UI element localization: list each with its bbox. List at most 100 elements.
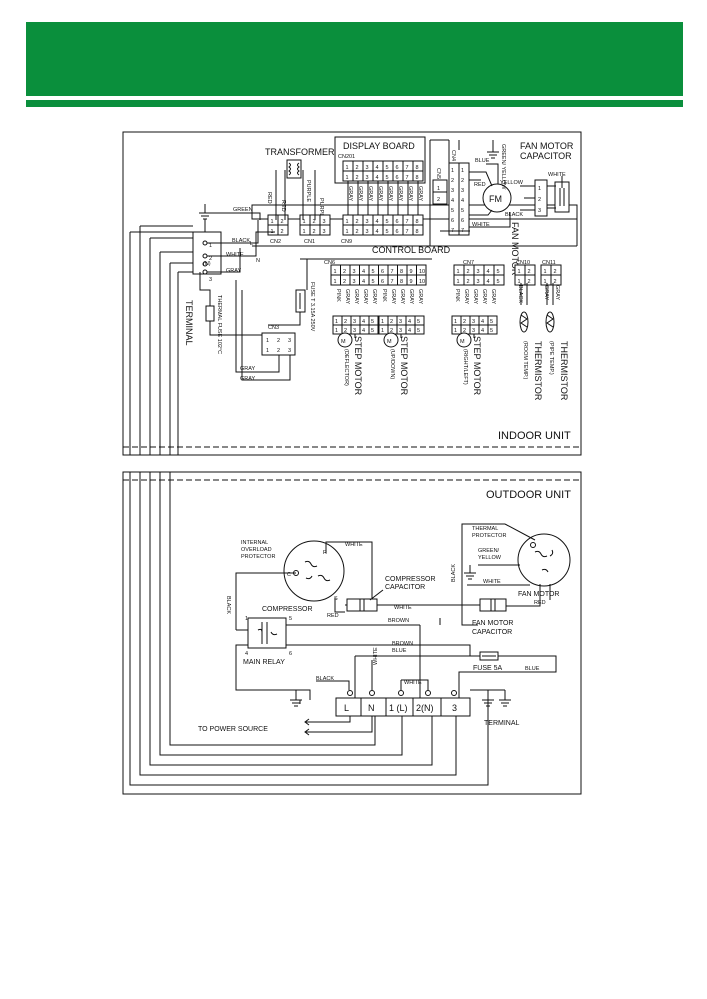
svg-text:1: 1 xyxy=(266,348,269,354)
cn6b-header-number: 2 xyxy=(390,328,393,334)
cn6-row-1-pin-number: 5 xyxy=(372,269,375,275)
cn6b-header-number: 5 xyxy=(417,328,420,334)
terminal-mark-2n: (N) xyxy=(203,261,211,267)
svg-text:2: 2 xyxy=(277,348,280,354)
cn6a-wire-label: GRAY xyxy=(362,289,368,305)
thermal-fuse-label: THERMAL FUSE 102°C xyxy=(216,295,222,354)
cn7-wire-label: GRAY xyxy=(463,289,469,305)
cn6a-header-number: 4 xyxy=(362,328,365,334)
cn6a-wire-label: GRAY xyxy=(353,289,359,305)
cn6-row-pin-number-row2: 6 xyxy=(381,279,384,285)
cn6-row-pin-number-row2: 7 xyxy=(391,279,394,285)
terminal-block-2n: 2(N) xyxy=(416,703,434,713)
wire-purple-label-2: PURPLE xyxy=(318,198,324,220)
cn6-row-pin-number-row2: 4 xyxy=(362,279,365,285)
cn6b-wire-label: GRAY xyxy=(408,289,414,305)
thermistor-room: THERMISTOR (ROOM TEMP.) xyxy=(519,283,543,401)
cn201-row-1-pin-number: 4 xyxy=(376,165,379,171)
cn9-row-1-pin-number: 4 xyxy=(376,219,379,225)
cn6-row-1-pin-number: 9 xyxy=(410,269,413,275)
cn6a-wire-label: GRAY xyxy=(344,289,350,305)
cn7-row-pin-number-row2: 1 xyxy=(457,279,460,285)
wire-red-label-1: RED xyxy=(280,200,286,212)
display-board-label: DISPLAY BOARD xyxy=(343,141,415,151)
step-motor-3-sub: (RIGHT/LEFT) xyxy=(462,349,468,385)
cn7-wire-label: PINK xyxy=(454,289,460,302)
cn6-row-pin-number-row2: 9 xyxy=(410,279,413,285)
thermistor-black-label: BLACK xyxy=(517,285,523,303)
terminal-white-vert-label: WHITE xyxy=(373,647,379,665)
control-board-label: CONTROL BOARD xyxy=(372,245,451,255)
cn7-row-1-pin-number: 5 xyxy=(497,269,500,275)
cn9-row-1-pin-number: 6 xyxy=(396,219,399,225)
cn201-row-1-pin-number: 2 xyxy=(356,165,359,171)
terminal-block-l: L xyxy=(344,703,349,713)
cn6-row-1-pin-number: 2 xyxy=(343,269,346,275)
cn11-label: CN11 xyxy=(542,260,556,266)
cn9-row-1-pin-number: 3 xyxy=(366,219,369,225)
cn9-pin-number-row2: 4 xyxy=(376,229,379,235)
cn2-pin-number-row2: 2 xyxy=(281,229,284,235)
compressor: C R S COMPRESSOR xyxy=(262,540,345,613)
outdoor-ground-2 xyxy=(470,689,511,707)
cn1-pin-number-row2: 3 xyxy=(323,229,326,235)
cn7-header-number: 3 xyxy=(472,328,475,334)
wire-yellow-label: YELLOW xyxy=(500,180,524,186)
display-wire-gray-label: GRAY xyxy=(417,186,423,202)
outdoor-green-yellow-label: GREEN/YELLOW xyxy=(478,548,502,561)
cn2-pin-row2 xyxy=(277,224,289,236)
cn7-row-1-pin-number: 4 xyxy=(487,269,490,275)
step-motor-rightleft: M STEP MOTOR (RIGHT/LEFT) xyxy=(456,332,482,396)
svg-text:5: 5 xyxy=(289,616,292,622)
wire-white-fm-label: WHITE xyxy=(472,222,490,228)
cn10-label: CN10 xyxy=(516,260,530,266)
svg-text:2: 2 xyxy=(437,197,440,203)
cn6-label: CN6 xyxy=(324,260,335,266)
cn7-header-number: 4 xyxy=(481,319,484,325)
comp-red-label: RED xyxy=(327,613,339,619)
thermistor-pipe-sub: (PIPE TEMP.) xyxy=(548,341,554,375)
cn6-row-pin-number-row2: 2 xyxy=(343,279,346,285)
cn3-label: CN3 xyxy=(268,325,279,331)
cn9-pin-number-row2: 3 xyxy=(366,229,369,235)
cn9-pin-number-row2: 1 xyxy=(346,229,349,235)
terminal-mark-2: 2 xyxy=(209,256,212,262)
cn7-row-pin-number-row2: 5 xyxy=(497,279,500,285)
cn6a-header-number: 2 xyxy=(344,328,347,334)
thermistor-pipe-label: THERMISTOR xyxy=(559,341,569,401)
cn6a-header-number: 5 xyxy=(371,328,374,334)
cn1-row-1-pin-number: 2 xyxy=(313,219,316,225)
svg-text:M: M xyxy=(387,339,392,345)
cn7-header-number: 1 xyxy=(454,328,457,334)
indoor-fan-motor-label: FAN MOTOR xyxy=(510,222,520,276)
outdoor-unit-label: OUTDOOR UNIT xyxy=(486,489,571,501)
indoor-fan-capacitor: 123 xyxy=(520,176,570,217)
outdoor-terminal-label: TERMINAL xyxy=(484,720,520,727)
header-rule xyxy=(26,100,683,107)
cn9-pin-number-row2: 7 xyxy=(406,229,409,235)
terminal-mark-1: 1 xyxy=(209,243,212,249)
cn4-pin-number: 6 xyxy=(461,218,464,224)
svg-text:3: 3 xyxy=(288,348,291,354)
terminal-green-label: GREEN xyxy=(233,207,253,213)
indoor-fan-motor: FM FAN MOTOR xyxy=(440,163,520,276)
wire-green-yellow-label: GREEN/ YELLOW xyxy=(500,144,506,190)
cn201-row-1-pin-number: 6 xyxy=(396,165,399,171)
comp-mark-r: R xyxy=(323,550,327,556)
cn9-row-1-pin-number: 7 xyxy=(406,219,409,225)
to-power-source-label: TO POWER SOURCE xyxy=(198,726,268,733)
cn6a-wire-label: PINK xyxy=(335,289,341,302)
cn201-row-2-pin-number: 6 xyxy=(396,175,399,181)
cn201-row-1-pin-number: 1 xyxy=(346,165,349,171)
cn6b-header-number: 1 xyxy=(381,319,384,325)
cn10-row-1-pin-number: 2 xyxy=(528,269,531,275)
thermal-fuse: THERMAL FUSE 102°C xyxy=(199,272,262,354)
fuse-blue-label: BLUE xyxy=(525,666,540,672)
fan-red-label: RED xyxy=(534,600,546,606)
cn6b-header-number: 3 xyxy=(399,319,402,325)
cn2-label: CN2 xyxy=(270,239,281,245)
